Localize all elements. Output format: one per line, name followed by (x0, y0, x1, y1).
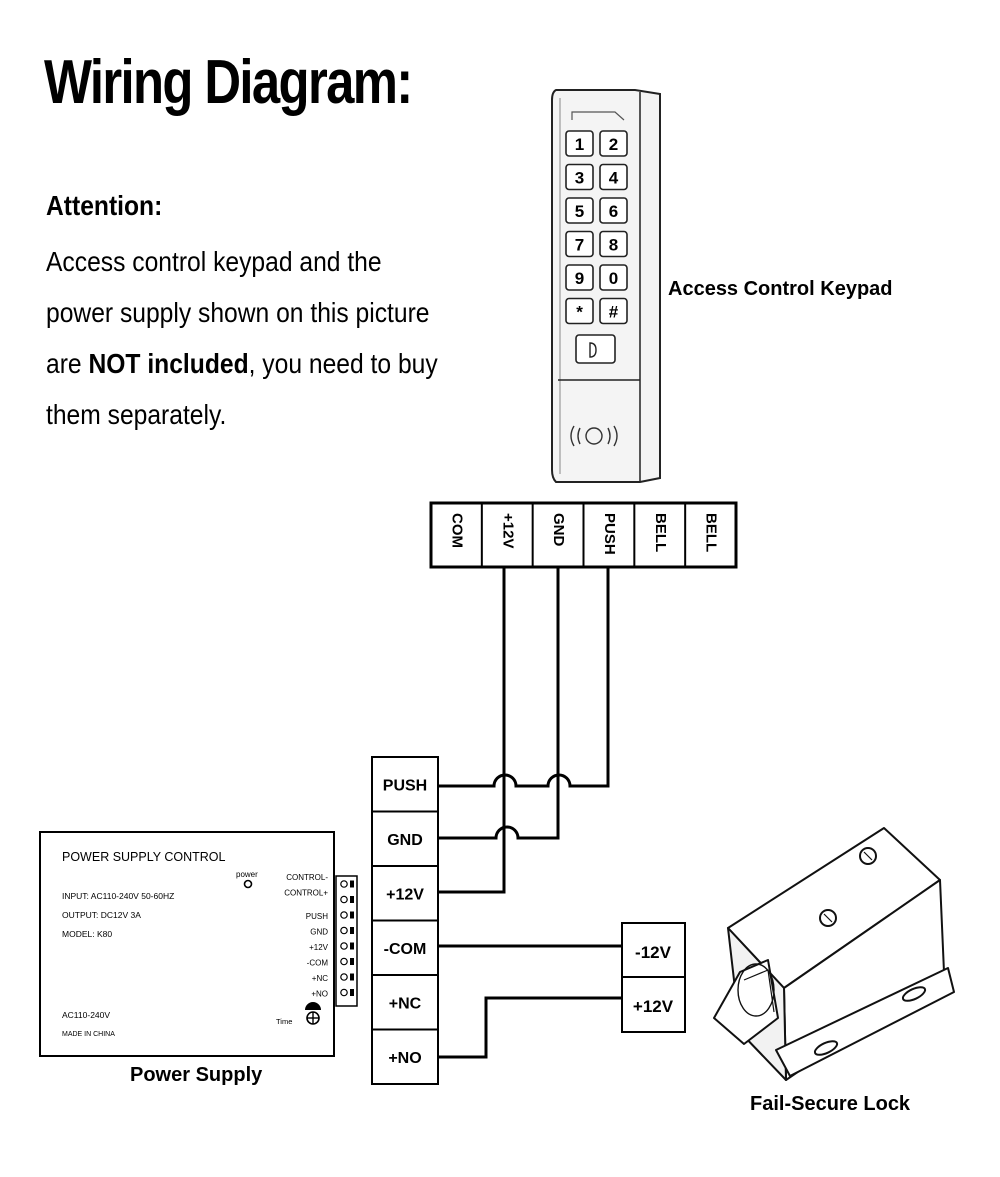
attention-text: Access control keypad and the power supp… (46, 236, 451, 440)
ps-title: POWER SUPPLY CONTROL (62, 850, 226, 864)
ps-terminal-label: -COM (307, 959, 329, 968)
bell-icon (589, 342, 597, 358)
ps-model: MODEL: K80 (62, 929, 112, 939)
keypad-key-label: 5 (575, 202, 584, 221)
controller-terminal-label: +12V (386, 886, 424, 903)
keypad-key-label: # (609, 303, 619, 322)
keypad-key-label: * (576, 303, 583, 322)
lock-terminal-block: -12V +12V (621, 922, 686, 1033)
wires (438, 567, 622, 1059)
ps-time-label: Time (276, 1017, 292, 1026)
keypad-key-label: 6 (609, 202, 618, 221)
page-title: Wiring Diagram: (44, 48, 413, 117)
controller-terminal-label: +NC (389, 995, 422, 1012)
rfid-icon (570, 425, 618, 447)
ps-terminal-label: CONTROL+ (284, 889, 328, 898)
ps-made: MADE IN CHINA (62, 1031, 115, 1038)
keypad-key-label: 0 (609, 269, 618, 288)
keypad-key (565, 130, 594, 157)
keypad-key-label: 2 (609, 135, 618, 154)
keypad-key (565, 197, 594, 224)
terminal-screw-icon (340, 942, 348, 950)
controller-terminal-label: PUSH (383, 777, 427, 794)
terminal-screw-icon (340, 926, 348, 935)
controller-terminal-block: PUSH GND +12V -COM +NC +NO (371, 756, 439, 1085)
keypad-terminal-block: COM +12V GND PUSH BELL BELL (429, 501, 738, 569)
attention-text-2: , you need to buy them separately. (46, 348, 438, 430)
wire-no (438, 996, 622, 1059)
ps-ac: AC110-240V (62, 1010, 110, 1020)
terminal-screw-icon (340, 988, 348, 997)
keypad-key (599, 163, 628, 191)
ps-power-label: power (236, 870, 258, 879)
terminal-screw-icon (340, 895, 348, 904)
fail-secure-lock (713, 827, 955, 1081)
terminal-screw-icon (340, 973, 348, 981)
keypad-terminal-label: COM (448, 513, 465, 548)
keypad-terminal-label: GND (550, 513, 567, 547)
controller-terminal-label: +NO (388, 1050, 421, 1067)
power-supply-unit: POWER SUPPLY CONTROL INPUT: AC110-240V 5… (39, 831, 358, 1057)
keypad-key-label: 7 (575, 236, 584, 255)
ps-terminal-label: +NC (312, 974, 328, 983)
power-supply-label: Power Supply (130, 1064, 263, 1086)
ps-output: OUTPUT: DC12V 3A (62, 910, 141, 920)
keypad-key-label: 9 (575, 269, 584, 288)
ps-input: INPUT: AC110-240V 50-60HZ (62, 891, 174, 901)
keypad-key-label: 3 (575, 169, 584, 188)
wire-gnd (438, 567, 560, 840)
ps-terminal-label: +NO (311, 990, 328, 999)
keypad-key-label: 1 (575, 135, 584, 154)
access-control-keypad: 1 2 3 4 5 6 7 8 9 0 * # (551, 89, 661, 483)
keypad-terminal-label: PUSH (601, 513, 618, 555)
ps-terminal-strip (335, 875, 358, 1007)
lock-terminal-minus12v: -12V (635, 943, 672, 962)
keypad-key (599, 264, 628, 291)
lock-terminal-plus12v: +12V (633, 997, 674, 1016)
keypad-key (565, 230, 594, 258)
attention-not-included: NOT included (88, 348, 249, 379)
keypad-label: Access Control Keypad (668, 278, 893, 300)
ps-terminal-label: PUSH (306, 912, 328, 921)
keypad-terminal-label: +12V (499, 513, 516, 548)
keypad-terminal-label: BELL (652, 513, 669, 552)
keypad-key (565, 264, 594, 291)
attention-text-1: Access control keypad and the power supp… (46, 246, 430, 379)
keypad-key-label: 4 (609, 169, 619, 188)
terminal-screw-icon (340, 911, 348, 919)
wire-12v (438, 567, 506, 894)
keypad-key (599, 130, 628, 157)
keypad-key (599, 230, 628, 258)
keypad-key (599, 297, 628, 325)
ps-terminal-label: CONTROL- (286, 873, 328, 882)
keypad-key (599, 197, 628, 224)
keypad-keys: 1 2 3 4 5 6 7 8 9 0 * # (565, 130, 628, 325)
wire-push (438, 567, 610, 788)
ps-terminal-label: +12V (309, 943, 329, 952)
terminal-screw-icon (340, 880, 348, 888)
keypad-terminal-label: BELL (703, 513, 720, 552)
keypad-key (565, 163, 594, 191)
ps-terminal-label: GND (310, 928, 328, 937)
keypad-key-label: 8 (609, 236, 618, 255)
keypad-key (565, 297, 594, 325)
controller-terminal-label: GND (387, 832, 423, 849)
attention-heading: Attention: (46, 190, 163, 221)
power-led-icon (243, 879, 253, 889)
terminal-screw-icon (340, 957, 348, 966)
lock-label: Fail-Secure Lock (750, 1093, 911, 1115)
controller-terminal-label: -COM (384, 941, 427, 958)
